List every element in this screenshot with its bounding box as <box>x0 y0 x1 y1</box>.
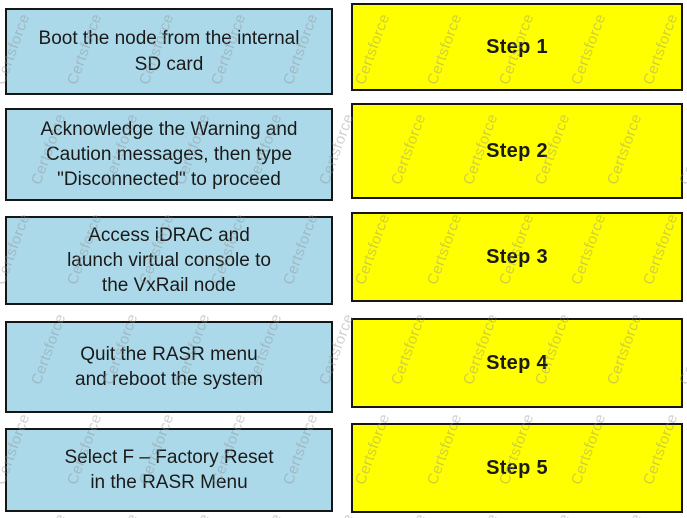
task-text: Boot the node from the internal SD card <box>38 28 300 75</box>
task-box-boot-sd-card[interactable]: Boot the node from the internal SD card <box>5 8 333 95</box>
step-label: Step 3 <box>486 245 548 268</box>
watermark-text: Certsforce <box>172 511 213 518</box>
task-box-access-idrac[interactable]: Access iDRAC and launch virtual console … <box>5 216 333 305</box>
task-text: Access iDRAC and launch virtual console … <box>67 224 271 297</box>
task-text: Quit the RASR menu and reboot the system <box>75 343 263 390</box>
step-label: Step 4 <box>486 351 548 374</box>
step-label: Step 5 <box>486 456 548 479</box>
task-box-acknowledge-warning[interactable]: Acknowledge the Warning and Caution mess… <box>5 108 333 201</box>
step-slot-4[interactable]: Step 4 <box>351 318 683 408</box>
step-label: Step 1 <box>486 35 548 58</box>
step-slot-2[interactable]: Step 2 <box>351 103 683 199</box>
task-text: Acknowledge the Warning and Caution mess… <box>40 118 298 191</box>
watermark-text: Certsforce <box>28 511 69 518</box>
step-slot-1[interactable]: Step 1 <box>351 3 683 91</box>
step-slot-3[interactable]: Step 3 <box>351 212 683 302</box>
step-label: Step 2 <box>486 139 548 162</box>
step-slot-5[interactable]: Step 5 <box>351 423 683 513</box>
watermark-text: Certsforce <box>100 511 141 518</box>
task-box-quit-rasr[interactable]: Quit the RASR menu and reboot the system <box>5 321 333 413</box>
task-text: Select F – Factory Reset in the RASR Men… <box>64 446 274 493</box>
task-box-factory-reset[interactable]: Select F – Factory Reset in the RASR Men… <box>5 428 333 512</box>
watermark-text: Certsforce <box>244 511 285 518</box>
